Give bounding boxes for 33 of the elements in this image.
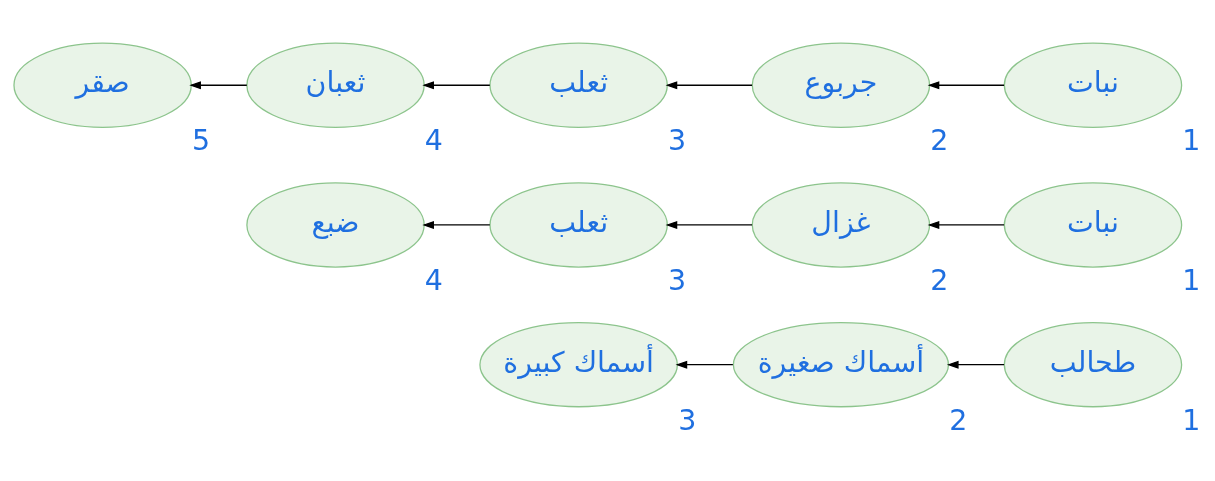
node-label: 2: [949, 403, 968, 437]
node-ellipse: ثعلب: [489, 42, 668, 128]
node-ellipse: ضبع: [246, 182, 425, 268]
node-ellipse: جربوع: [751, 42, 931, 128]
node-ellipse: نبات: [1003, 182, 1183, 268]
node-label: 3: [678, 403, 697, 437]
node-label: 2: [930, 263, 949, 297]
node-label: 2: [930, 124, 949, 158]
node-ellipse: ثعبان: [246, 42, 425, 128]
node-label: 4: [424, 263, 443, 297]
arrow: [189, 81, 248, 90]
node-label: 3: [667, 263, 687, 297]
arrow: [422, 81, 491, 90]
node-label: 3: [667, 124, 687, 158]
node-label: 1: [1182, 403, 1201, 437]
arrow: [675, 360, 734, 369]
node-label: 5: [191, 124, 211, 158]
node-label: 1: [1182, 263, 1201, 297]
arrow: [665, 220, 753, 230]
arrow: [946, 360, 1005, 369]
node-ellipse: طحالب: [1003, 322, 1183, 408]
node-ellipse: أسماك كبيرة: [479, 322, 679, 408]
arrow: [927, 81, 1005, 90]
node-ellipse: ثعلب: [489, 182, 668, 268]
node-ellipse: نبات: [1003, 42, 1183, 128]
arrow: [422, 220, 491, 230]
node-ellipse: صقر: [13, 42, 192, 128]
arrow: [927, 220, 1005, 230]
node-label: 1: [1182, 124, 1201, 158]
node-ellipse: غزال: [751, 182, 931, 268]
node-ellipse: أسماك صغيرة: [732, 322, 950, 408]
arrow: [665, 81, 753, 90]
node-label: 4: [424, 124, 443, 158]
